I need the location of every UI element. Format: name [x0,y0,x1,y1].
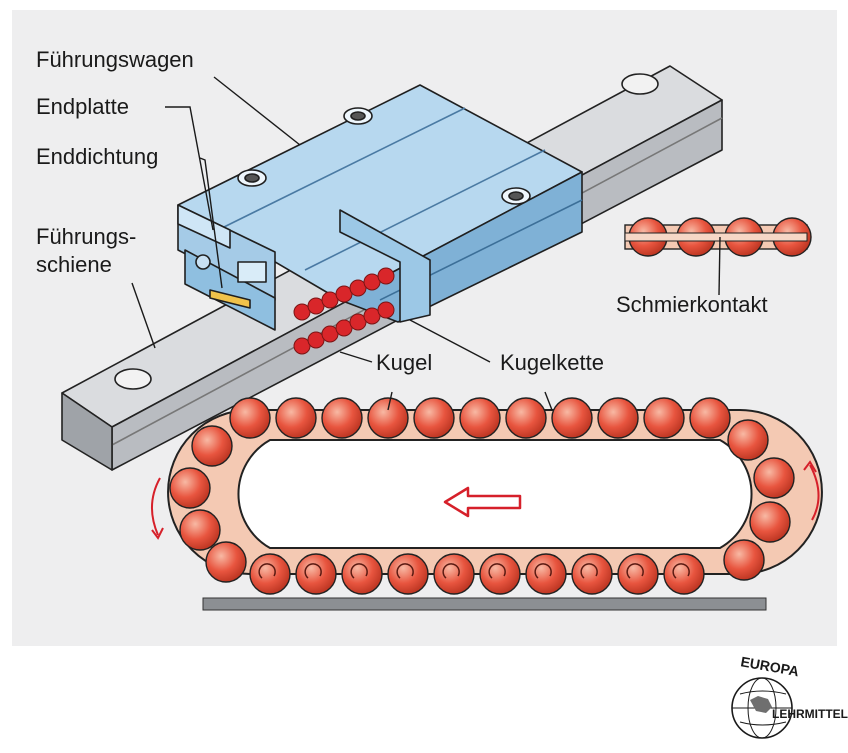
guide-carriage [177,84,583,331]
label-fuehrungsschiene-line1: Führungs- [36,224,136,249]
label-schmierkontakt: Schmierkontakt [616,292,768,317]
label-fuehrungswagen: Führungswagen [36,47,194,72]
label-fuehrungsschiene-line2: schiene [36,252,112,277]
label-kugelkette: Kugelkette [500,350,604,375]
motion-arrow-left-icon [443,486,522,518]
leader-lines [131,76,721,411]
label-endplatte: Endplatte [36,94,129,119]
logo-text-bottom: LEHRMITTEL [772,707,848,721]
logo-text-top: EUROPA [739,653,800,679]
carriage-ball-rows [293,267,395,355]
ball-chain-loop [167,397,823,595]
rotation-arrow-left-icon [151,477,164,540]
label-enddichtung: Enddichtung [36,144,158,169]
label-kugel: Kugel [376,350,432,375]
rotation-arrow-right-icon [803,460,820,521]
chain-segment-detail [624,217,812,257]
europa-lehrmittel-logo: EUROPA LEHRMITTEL [731,653,848,739]
ground-bar [202,597,767,611]
